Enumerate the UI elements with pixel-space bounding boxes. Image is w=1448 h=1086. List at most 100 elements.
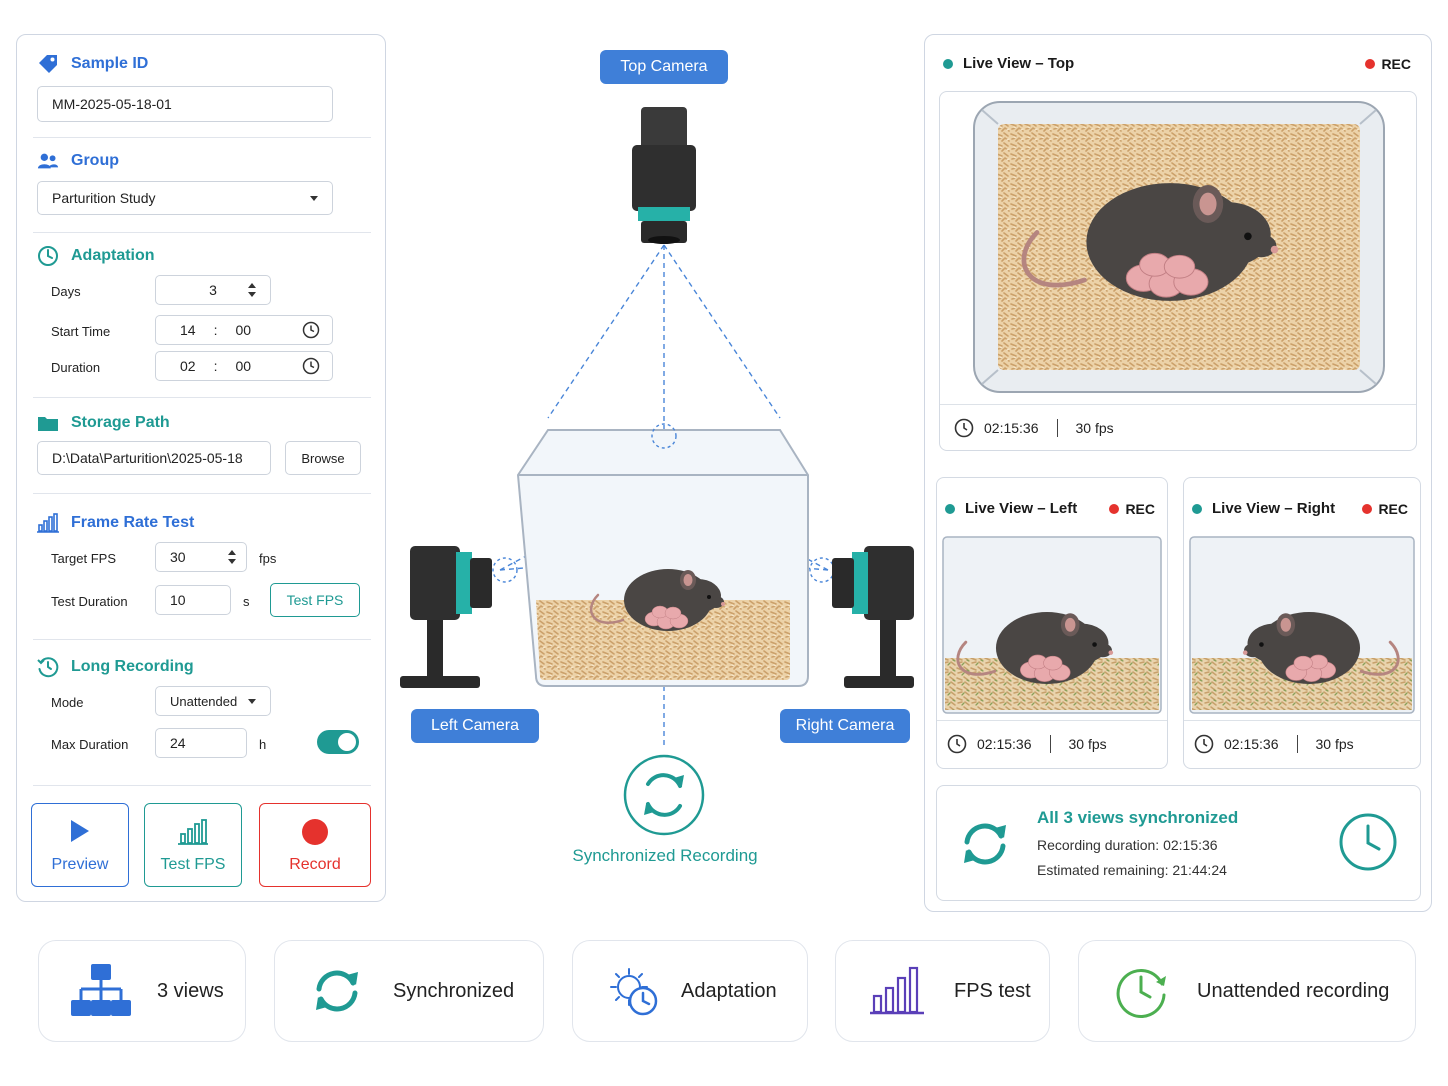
duration-minute: 00 [235,358,252,374]
divider [1184,720,1420,721]
preview-button[interactable]: Preview [31,803,129,887]
rec-dot-icon [1362,504,1373,514]
divider [33,232,371,233]
live-view-top-card[interactable]: 02:15:36 30 fps [939,91,1417,451]
start-time-input[interactable]: 14 : 00 [155,315,333,345]
top-camera-feed[interactable] [940,92,1415,402]
sync-status-card: All 3 views synchronized Recording durat… [936,785,1421,901]
test-fps-button[interactable]: Test FPS [144,803,242,887]
days-stepper[interactable]: 3 [155,275,271,305]
rec-label: REC [1125,501,1155,517]
divider [937,720,1167,721]
divider [940,404,1416,405]
hierarchy-icon [69,961,133,1021]
target-fps-stepper[interactable]: 30 [155,542,247,572]
sync-status-title: All 3 views synchronized [1037,808,1239,827]
sync-icon [964,823,1006,865]
rec-label: REC [1381,56,1411,72]
feature-adaptation: Adaptation [572,940,808,1042]
days-value: 3 [209,282,217,298]
right-camera-label: Right Camera [780,709,910,743]
right-feed-meta: 02:15:36 30 fps [1194,734,1354,754]
clock-icon[interactable] [302,357,320,375]
test-duration-input[interactable]: 10 [155,585,231,615]
record-button[interactable]: Record [259,803,371,887]
top-feed-meta: 02:15:36 30 fps [954,418,1114,438]
feature-3-views: 3 views [38,940,246,1042]
sun-clock-icon [603,961,667,1021]
sample-id-header: Sample ID [37,53,148,75]
days-label: Days [51,284,81,299]
feature-synchronized: Synchronized [274,940,544,1042]
left-camera-feed[interactable] [942,536,1162,714]
clock-icon [37,245,59,267]
stepper-arrows-icon[interactable] [228,549,236,565]
duration-hour: 02 [180,358,196,374]
max-duration-value: 24 [170,735,186,751]
right-elapsed: 02:15:36 [1224,736,1279,752]
separator [1049,735,1051,753]
chevron-down-icon [310,196,318,201]
browse-button[interactable]: Browse [285,441,361,475]
chevron-down-icon [248,699,256,704]
folder-icon [37,412,59,434]
group-value: Parturition Study [52,190,156,206]
mode-select[interactable]: Unattended [155,686,271,716]
cage-icon [492,423,835,687]
separator [1296,735,1298,753]
stepper-arrows-icon[interactable] [248,282,256,298]
status-dot-icon [945,503,955,514]
sample-id-input[interactable]: MM-2025-05-18-01 [37,86,333,122]
top-elapsed: 02:15:36 [984,420,1039,436]
fps-unit: fps [259,551,277,566]
storage-path-input[interactable]: D:\Data\Parturition\2025-05-18 [37,441,271,475]
test-fps-small-button[interactable]: Test FPS [270,583,360,617]
rec-badge: REC [1365,56,1411,72]
left-camera-label: Left Camera [411,709,539,743]
status-dot-icon [943,58,953,69]
live-view-right-card[interactable]: Live View – Right REC 02:15:36 30 fps [1183,477,1421,769]
rec-dot-icon [1109,504,1120,514]
feature-3-views-label: 3 views [157,979,224,1002]
divider [33,493,371,494]
max-duration-input[interactable]: 24 [155,728,247,758]
sync-icon [623,754,705,836]
sample-id-title: Sample ID [71,55,149,72]
start-hour: 14 [180,322,196,338]
live-view-top-header: Live View – Top [943,55,1074,72]
live-view-right-header: Live View – Right [1192,500,1335,517]
clock-icon [954,418,974,438]
left-elapsed: 02:15:36 [977,736,1032,752]
record-label: Record [289,856,341,873]
sync-icon [305,961,369,1021]
live-view-top-title: Live View – Top [963,55,1075,72]
unattended-toggle[interactable] [317,730,359,754]
clock-refresh-icon [1109,961,1173,1021]
frame-rate-title: Frame Rate Test [71,514,195,531]
mode-label: Mode [51,695,84,710]
feature-unattended-recording-label: Unattended recording [1197,979,1390,1002]
live-view-left-header: Live View – Left [945,500,1077,517]
target-fps-value: 30 [170,549,186,565]
duration-input[interactable]: 02 : 00 [155,351,333,381]
live-view-left-card[interactable]: Live View – Left REC 02:15:36 30 fps [936,477,1168,769]
clock-icon [1339,813,1397,871]
duration-label: Duration [51,360,101,375]
long-recording-title: Long Recording [71,658,194,675]
seconds-unit: s [243,594,250,609]
hours-unit: h [259,737,267,752]
time-colon: : [213,358,218,374]
divider [33,785,371,786]
rec-badge: REC [1109,501,1155,517]
right-camera-feed[interactable] [1189,536,1415,714]
camera-setup-diagram [400,107,914,836]
clock-icon [947,734,967,754]
rec-dot-icon [1365,59,1376,69]
bar-chart-icon [866,961,930,1021]
feature-unattended-recording: Unattended recording [1078,940,1416,1042]
clock-icon [1194,734,1214,754]
group-select[interactable]: Parturition Study [37,181,333,215]
left-feed-meta: 02:15:36 30 fps [947,734,1107,754]
time-colon: : [213,322,218,338]
clock-icon[interactable] [302,321,320,339]
